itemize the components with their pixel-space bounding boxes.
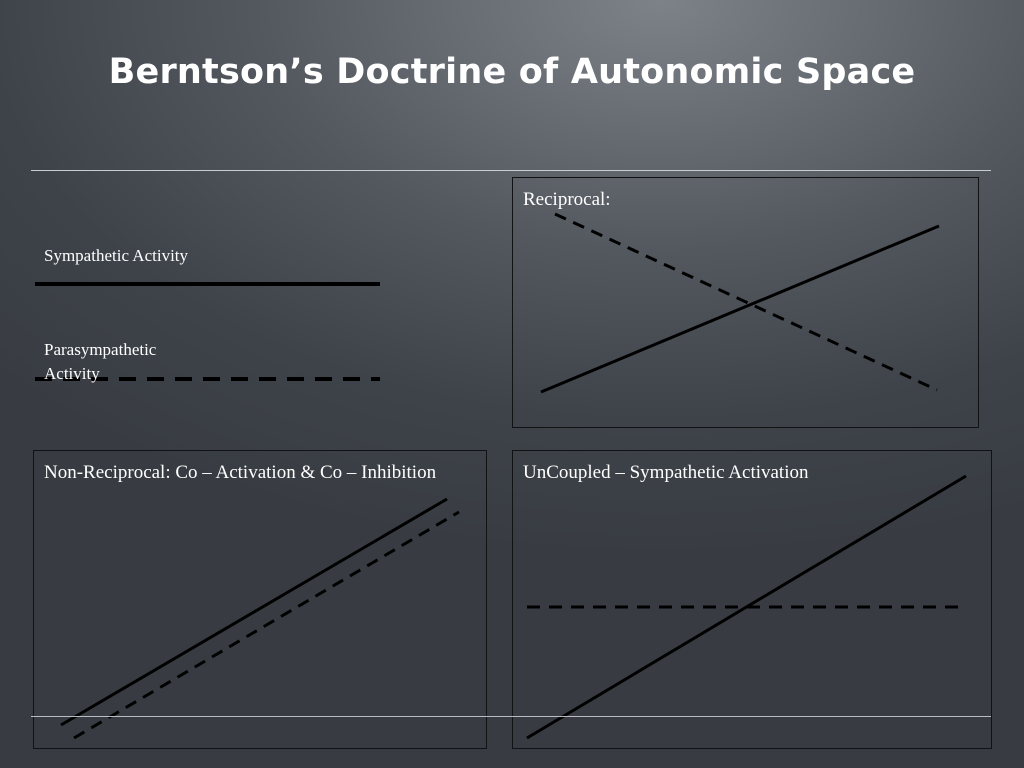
bottom-divider — [31, 716, 991, 717]
legend-parasympathetic-label: Parasympathetic Activity — [44, 340, 157, 383]
uncoupled-sympathetic-line — [526, 474, 967, 740]
panel-non-reciprocal: Non-Reciprocal: Co – Activation & Co – I… — [33, 450, 487, 749]
slide-title: Berntson’s Doctrine of Autonomic Space — [108, 52, 916, 92]
non-reciprocal-sympathetic-line — [60, 497, 448, 727]
legend-sympathetic-label: Sympathetic Activity — [44, 246, 189, 265]
uncoupled-diagram — [526, 474, 967, 740]
panel-non-reciprocal-label: Non-Reciprocal: Co – Activation & Co – I… — [44, 462, 437, 483]
panel-reciprocal: Reciprocal: — [512, 177, 979, 428]
top-divider — [31, 170, 991, 171]
panel-uncoupled: UnCoupled – Sympathetic Activation — [512, 450, 992, 749]
reciprocal-parasympathetic-line — [554, 212, 938, 392]
non-reciprocal-diagram — [60, 497, 460, 740]
reciprocal-sympathetic-line — [540, 224, 940, 394]
panel-uncoupled-label: UnCoupled – Sympathetic Activation — [523, 462, 809, 483]
reciprocal-diagram — [540, 212, 940, 394]
panel-reciprocal-label: Reciprocal: — [523, 189, 611, 210]
non-reciprocal-parasympathetic-line — [73, 510, 460, 740]
